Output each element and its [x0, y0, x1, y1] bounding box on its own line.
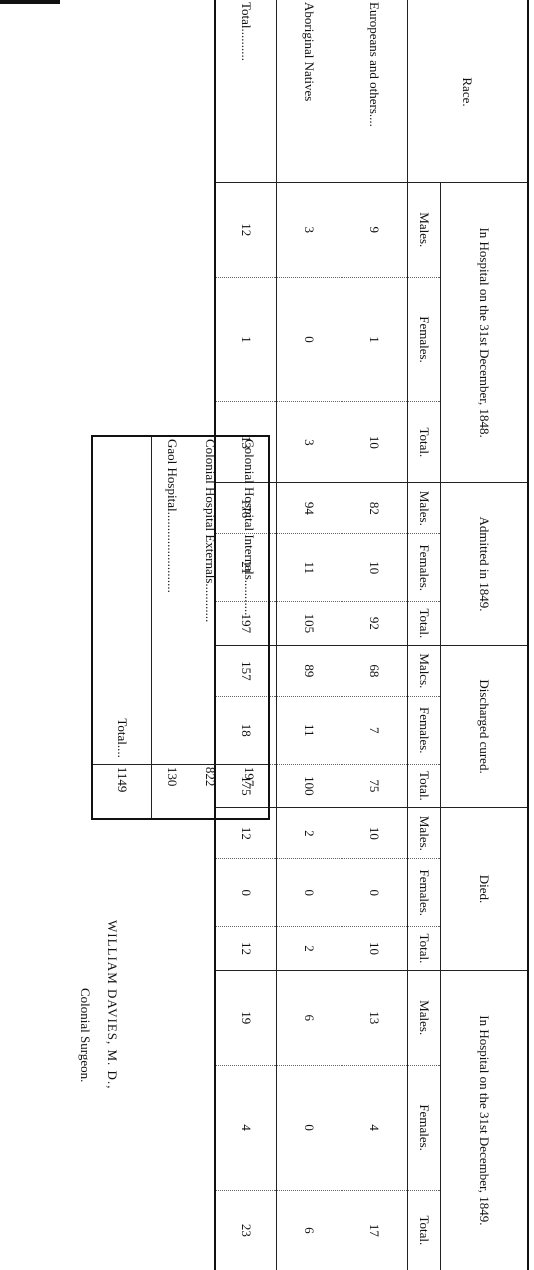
sub-header-females: Females. — [407, 1065, 441, 1191]
cell: 6 — [276, 970, 342, 1066]
group-header-died: Died. — [440, 807, 528, 971]
sub-header-females: Females. — [407, 696, 441, 765]
summary-total-label: Total.... — [92, 436, 152, 765]
sub-header-males: Males. — [407, 182, 441, 278]
cell: 68 — [367, 664, 383, 678]
sub-header-females: Females. — [407, 277, 441, 402]
cell: 11 — [276, 696, 342, 765]
cell: 0 — [276, 858, 342, 927]
cell: 94 — [276, 482, 342, 534]
race-header: Race. — [407, 0, 528, 183]
summary-value: 130 — [152, 764, 191, 819]
cell: 89 — [276, 645, 342, 697]
summary-value: 197 — [230, 764, 269, 819]
signature-title: Colonial Surgeon. — [78, 988, 93, 1083]
cell: 7 — [342, 696, 408, 765]
cell: 0 — [215, 858, 277, 927]
cell: 100 — [276, 764, 342, 808]
sub-header-total: Total. — [407, 601, 441, 646]
cell: 10 — [342, 533, 408, 602]
cell: 6 — [276, 1190, 342, 1270]
sub-header-males: Males. — [407, 807, 441, 859]
sub-header-total: Total. — [407, 1190, 441, 1270]
row-label: Aboriginal Natives — [276, 0, 342, 183]
group-header-1848: In Hospital on the 31st December, 1848. — [440, 182, 528, 483]
sub-header-males: Males. — [407, 970, 441, 1066]
summary-label: Colonial Hospital Externals............ — [203, 439, 219, 623]
summary-value: 822 — [191, 764, 230, 819]
row-label: Total.......... — [215, 0, 277, 183]
sub-header-total: Total. — [407, 401, 441, 483]
summary-total-value: 1149 — [92, 764, 152, 819]
cell: 92 — [342, 601, 408, 646]
cell: 1 — [215, 277, 277, 402]
sub-header-males: Malcs. — [407, 645, 441, 697]
group-header-admitted: Admitted in 1849. — [440, 482, 528, 646]
cell: 13 — [367, 1011, 383, 1025]
sub-header-females: Females. — [407, 533, 441, 602]
cell: 82 — [367, 501, 383, 515]
summary-label: Colonial Hospital Internals............ — [242, 439, 257, 619]
row-label: Europeans and others.... — [342, 0, 408, 183]
cell: 105 — [276, 601, 342, 646]
cell: 1 — [342, 277, 408, 402]
cell: 10 — [342, 401, 408, 483]
table-row: Aboriginal Natives 3 0 3 94 11 105 89 11… — [276, 0, 342, 1270]
cell: 17 — [342, 1190, 408, 1270]
summary-row: Colonial Hospital Externals............ … — [191, 436, 230, 819]
cell: 12 — [239, 223, 254, 237]
cell: 12 — [215, 926, 277, 971]
top-rule — [0, 0, 60, 4]
cell: 10 — [342, 926, 408, 971]
summary-label: Gaol Hospital......................... — [164, 439, 180, 593]
cell: 2 — [276, 807, 342, 859]
sub-header-males: Males. — [407, 482, 441, 534]
summary-total-row: Total.... 1149 — [92, 436, 152, 819]
cell: 4 — [342, 1065, 408, 1191]
summary-table: Colonial Hospital Internals............ … — [91, 435, 270, 820]
cell: 3 — [276, 182, 342, 278]
cell: 4 — [215, 1065, 277, 1191]
summary-row: Gaol Hospital......................... 1… — [152, 436, 191, 819]
sub-header-total: Total. — [407, 926, 441, 971]
cell: 75 — [342, 764, 408, 808]
cell: 2 — [276, 926, 342, 971]
cell: 23 — [215, 1190, 277, 1270]
table-row: Europeans and others.... 9 1 10 82 10 92… — [342, 0, 408, 1270]
sub-header-females: Females. — [407, 858, 441, 927]
cell: 0 — [276, 1065, 342, 1191]
signature-name: WILLIAM DAVIES, M. D., — [105, 920, 120, 1090]
cell: 19 — [239, 1011, 254, 1025]
cell: 0 — [342, 858, 408, 927]
cell: 11 — [276, 533, 342, 602]
summary-row: Colonial Hospital Internals............ … — [230, 436, 269, 819]
cell: 0 — [276, 277, 342, 402]
cell: 9 — [367, 226, 383, 234]
cell: 3 — [276, 401, 342, 483]
cell: 10 — [367, 826, 383, 840]
group-header-1849: In Hospital on the 31st December, 1849. — [440, 970, 528, 1270]
group-header-discharged: Discharged cured. — [440, 645, 528, 808]
signature-block: WILLIAM DAVIES, M. D., Colonial Surgeon. — [72, 920, 126, 1089]
sub-header-total: Total. — [407, 764, 441, 808]
